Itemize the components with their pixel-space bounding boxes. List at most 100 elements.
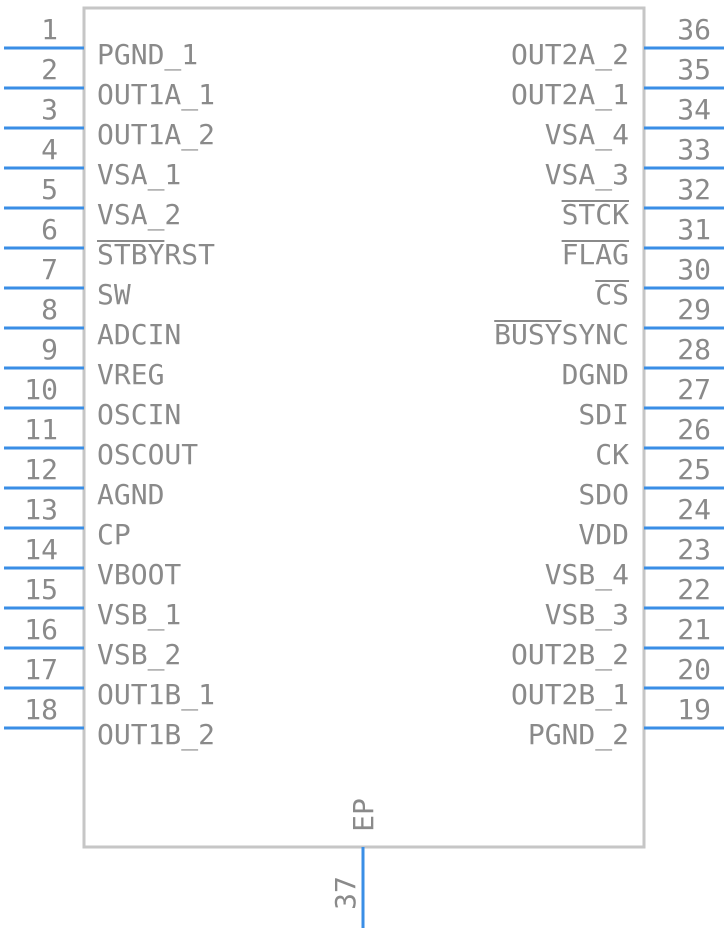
pin-number: 14 <box>24 533 58 566</box>
pin-number: 7 <box>41 253 58 286</box>
pin-label: PGND_1 <box>97 38 198 72</box>
pin-number: 12 <box>24 453 58 486</box>
pin-label: CS <box>595 278 629 311</box>
pin-number: 5 <box>41 173 58 206</box>
pin-label: OSCOUT <box>97 438 198 471</box>
pin-label: VBOOT <box>97 558 181 591</box>
pin-number: 13 <box>24 493 58 526</box>
pin-label: AGND <box>97 478 164 511</box>
pin-label: VSA_3 <box>545 158 629 192</box>
pin-number: 16 <box>24 613 58 646</box>
pin-label: ADCIN <box>97 318 181 351</box>
pin-number: 4 <box>41 133 58 166</box>
pin-label: VREG <box>97 358 164 391</box>
pin-label: VSA_1 <box>97 158 181 192</box>
pin-7: 7SW <box>4 253 131 311</box>
pin-number: 18 <box>24 693 58 726</box>
pin-label: OUT1B_2 <box>97 718 215 752</box>
pin-number: 26 <box>677 413 711 446</box>
pin-number: 17 <box>24 653 58 686</box>
pin-number: 20 <box>677 653 711 686</box>
pin-label: VDD <box>578 518 629 551</box>
pin-label: OUT1A_2 <box>97 118 215 152</box>
pin-number: 36 <box>677 13 711 46</box>
pin-number: 8 <box>41 293 58 326</box>
pin-number: 19 <box>677 693 711 726</box>
pin-label: SDO <box>578 478 629 511</box>
pin-label: VSB_4 <box>545 558 629 592</box>
pin-label: SDI <box>578 398 629 431</box>
pin-number: 32 <box>677 173 711 206</box>
pin-label: OUT2B_1 <box>511 678 629 712</box>
pin-number: 21 <box>677 613 711 646</box>
pin-label: STBYRST <box>97 238 215 271</box>
pin-number: 9 <box>41 333 58 366</box>
pin-label: OUT2B_2 <box>511 638 629 672</box>
pin-label: SW <box>97 278 131 311</box>
pin-label: DGND <box>562 358 629 391</box>
pin-label: OUT2A_1 <box>511 78 629 112</box>
pin-label: VSB_1 <box>97 598 181 632</box>
pin-label: CK <box>595 438 629 471</box>
pin-number: 27 <box>677 373 711 406</box>
pin-number: 37 <box>329 876 362 910</box>
pin-label: VSB_3 <box>545 598 629 632</box>
pin-number: 10 <box>24 373 58 406</box>
pin-37: 37 EP <box>329 798 380 928</box>
pin-label: OSCIN <box>97 398 181 431</box>
pin-number: 25 <box>677 453 711 486</box>
left-pin-group: 1PGND_12OUT1A_13OUT1A_24VSA_15VSA_26STBY… <box>4 13 215 752</box>
pin-label: OUT2A_2 <box>511 38 629 72</box>
pin-number: 2 <box>41 53 58 86</box>
pin-number: 30 <box>677 253 711 286</box>
pin-number: 15 <box>24 573 58 606</box>
pin-label: CP <box>97 518 131 551</box>
pin-number: 34 <box>677 93 711 126</box>
pin-label: VSA_4 <box>545 118 629 152</box>
pin-label: VSB_2 <box>97 638 181 672</box>
pin-label: BUSYSYNC <box>494 318 629 351</box>
pin-label: FLAG <box>562 238 629 271</box>
pin-number: 29 <box>677 293 711 326</box>
pin-number: 22 <box>677 573 711 606</box>
pin-number: 1 <box>41 13 58 46</box>
pin-number: 33 <box>677 133 711 166</box>
pin-label: STCK <box>562 198 630 231</box>
pin-number: 28 <box>677 333 711 366</box>
pin-label: OUT1A_1 <box>97 78 215 112</box>
pin-label: EP <box>347 798 380 832</box>
pin-number: 23 <box>677 533 711 566</box>
